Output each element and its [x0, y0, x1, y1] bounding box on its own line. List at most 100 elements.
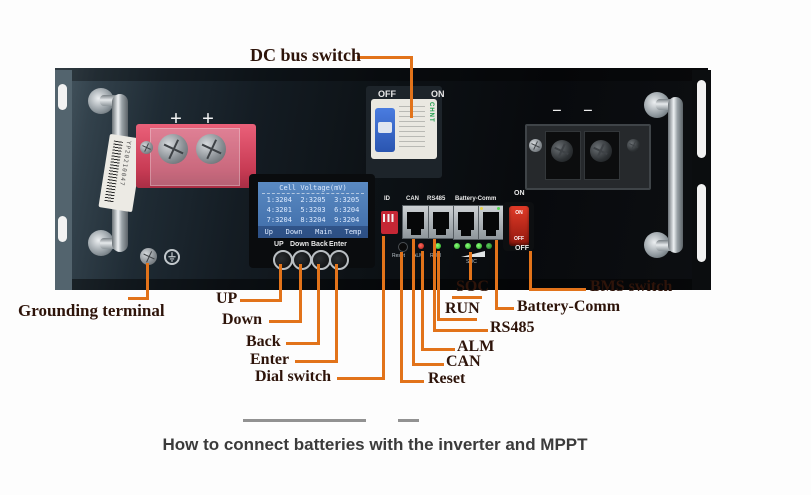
down-line: [299, 264, 302, 323]
soc-callout: SOC: [456, 278, 489, 295]
lcd-screen: Cell Voltage(mV) 1:3204 2:3205 3:3205 4:…: [258, 182, 368, 238]
lcd-title: Cell Voltage(mV): [279, 184, 347, 192]
run-led: [435, 243, 441, 249]
lcd-separator: [262, 193, 364, 194]
negative-mark-1: −: [552, 101, 562, 120]
lcd-menu-bar: [258, 226, 368, 238]
battery-comm-port-label: Battery-Comm: [455, 196, 497, 202]
id-dial-switch: [381, 211, 398, 234]
can-port-label: CAN: [406, 196, 419, 202]
enter-line: [295, 360, 338, 363]
up-line: [279, 264, 282, 302]
dc-bus-line: [357, 56, 412, 59]
up-button: [273, 250, 293, 270]
back-button: [311, 250, 331, 270]
can-line: [412, 239, 415, 366]
positive-terminal-screw-1: [158, 134, 188, 164]
left-handle-arm-bottom: [100, 238, 122, 249]
battery-comm-port-1: [453, 205, 479, 240]
right-handle-arm-bottom: [656, 240, 676, 251]
grounding-terminal-callout: Grounding terminal: [18, 301, 165, 320]
rocker-off-text: OFF: [514, 236, 524, 242]
port-activity-led-yellow: [480, 207, 483, 210]
negative-terminal-screw-1: [551, 140, 573, 162]
reset-line: [400, 252, 403, 383]
right-handle-arm-top: [656, 99, 676, 110]
dc-bus-switch-callout: DC bus switch: [250, 45, 362, 65]
right-handle-bar: [668, 97, 683, 253]
negative-mark-2: −: [583, 101, 593, 120]
can-callout: CAN: [446, 353, 481, 370]
crop-artifact-line: [398, 419, 419, 422]
left-ear-slot-bottom: [58, 216, 67, 242]
soc-led-4: [486, 243, 492, 249]
page-title: How to connect batteries with the invert…: [162, 435, 588, 454]
battery-comm-line: [495, 240, 498, 310]
run-callout: RUN: [445, 300, 480, 317]
alm-line: [421, 251, 424, 351]
breaker-toggle-clip: [378, 122, 392, 133]
rs485-line: [433, 329, 488, 332]
enter-callout: Enter: [250, 351, 290, 368]
soc-led-2: [465, 243, 471, 249]
rs485-callout: RS485: [490, 319, 535, 336]
negative-block-side-screw-right: [627, 139, 640, 152]
alm-line: [421, 348, 455, 351]
left-handle-arm-top: [100, 95, 122, 106]
left-ear-slot-top: [58, 84, 67, 110]
dial-switch-callout: Dial switch: [255, 368, 331, 385]
rocker-on-text: ON: [515, 210, 523, 216]
rs485-port-label: RS485: [427, 196, 446, 202]
dc-bus-line: [410, 56, 413, 118]
reset-label: Reset: [392, 253, 406, 259]
bms-switch-callout: BMS switch: [590, 278, 673, 295]
alm-callout: ALM: [457, 338, 495, 355]
down-callout: Down: [222, 311, 263, 328]
up-button-label: UP: [274, 241, 284, 248]
battery-comm-port-2: [478, 205, 504, 240]
right-mount-ear: [692, 70, 711, 290]
battery-comm-callout: Battery-Comm: [517, 298, 621, 315]
dial-switch-line: [337, 377, 385, 380]
back-callout: Back: [246, 333, 281, 350]
enter-line: [335, 264, 338, 363]
up-callout: UP: [216, 290, 238, 307]
rack-top-shade: [55, 68, 708, 81]
bms-off-label: OFF: [515, 245, 529, 252]
soc-line: [469, 252, 472, 280]
can-port: [402, 205, 429, 239]
positive-mark-1: +: [170, 106, 182, 130]
alm-led: [418, 243, 424, 249]
ground-symbol-icon: [164, 249, 180, 265]
crop-artifact-line: [243, 419, 366, 422]
back-line: [286, 342, 320, 345]
soc-ramp-icon: [461, 251, 485, 257]
breaker-on-label: ON: [431, 89, 445, 99]
lcd-row-3: 7:3204 8:3204 9:3204: [266, 216, 360, 224]
alm-label: ALM: [413, 253, 424, 259]
reset-line: [400, 380, 424, 383]
bms-rocker-switch: ON OFF: [509, 206, 529, 246]
bms-switch-line: [529, 251, 532, 291]
bms-switch-line: [529, 288, 586, 291]
back-button-label: Back: [311, 241, 328, 248]
back-line: [317, 264, 320, 345]
battery-comm-line: [495, 307, 514, 310]
reset-button: [398, 242, 408, 252]
port-activity-led-green: [497, 207, 500, 210]
enter-button-label: Enter: [329, 241, 347, 248]
negative-block-side-screw-left: [529, 139, 542, 152]
dial-switch-line: [382, 236, 385, 380]
run-line: [437, 318, 477, 321]
grounding-line: [128, 297, 149, 300]
down-button: [292, 250, 312, 270]
down-button-label: Down: [290, 241, 310, 248]
rs485-line: [433, 239, 436, 332]
soc-led-3: [476, 243, 482, 249]
lcd-menu-items: Up Down Main Temp: [264, 228, 362, 236]
right-ear-slot-top: [697, 80, 706, 158]
grounding-line: [146, 263, 149, 300]
id-port-label: ID: [384, 196, 390, 202]
positive-mark-2: +: [202, 106, 214, 130]
